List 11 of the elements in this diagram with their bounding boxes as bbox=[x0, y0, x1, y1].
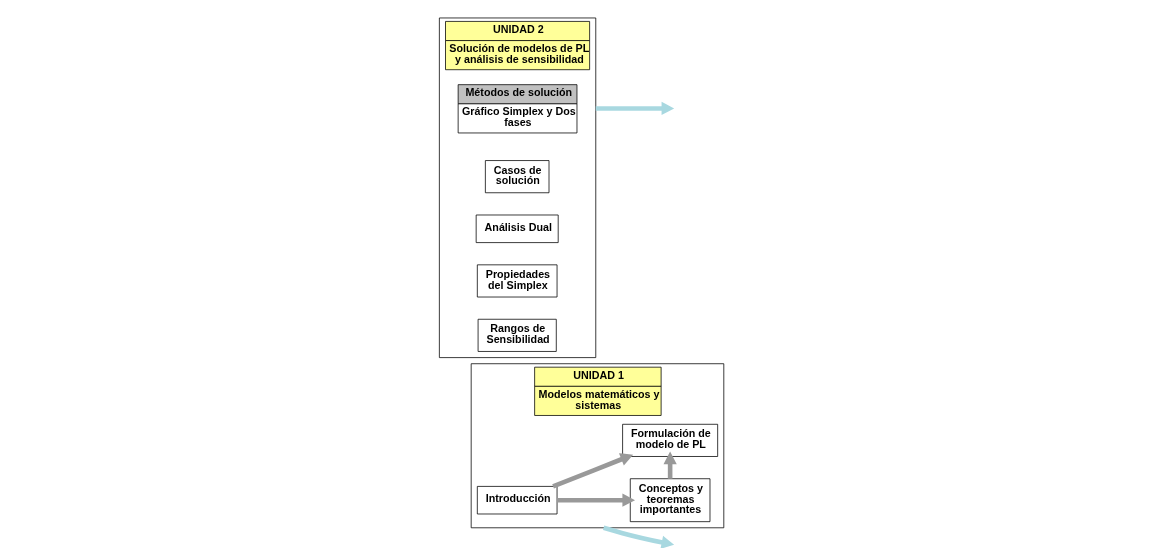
node-box: Casos de solución bbox=[484, 160, 549, 194]
node-box: Propiedades del Simplex bbox=[476, 264, 557, 298]
node-box: Conceptos y teoremas importantes bbox=[629, 478, 710, 523]
node-box: Rangos de Sensibilidad bbox=[477, 318, 557, 352]
arrow bbox=[556, 493, 635, 507]
node-box: Formulación de modelo de PL bbox=[621, 423, 718, 457]
node-box: Análisis Dual bbox=[475, 214, 559, 243]
arrow bbox=[551, 453, 633, 489]
arrow bbox=[595, 101, 674, 116]
arrow bbox=[602, 525, 674, 548]
node-box: Introducción bbox=[476, 486, 557, 515]
